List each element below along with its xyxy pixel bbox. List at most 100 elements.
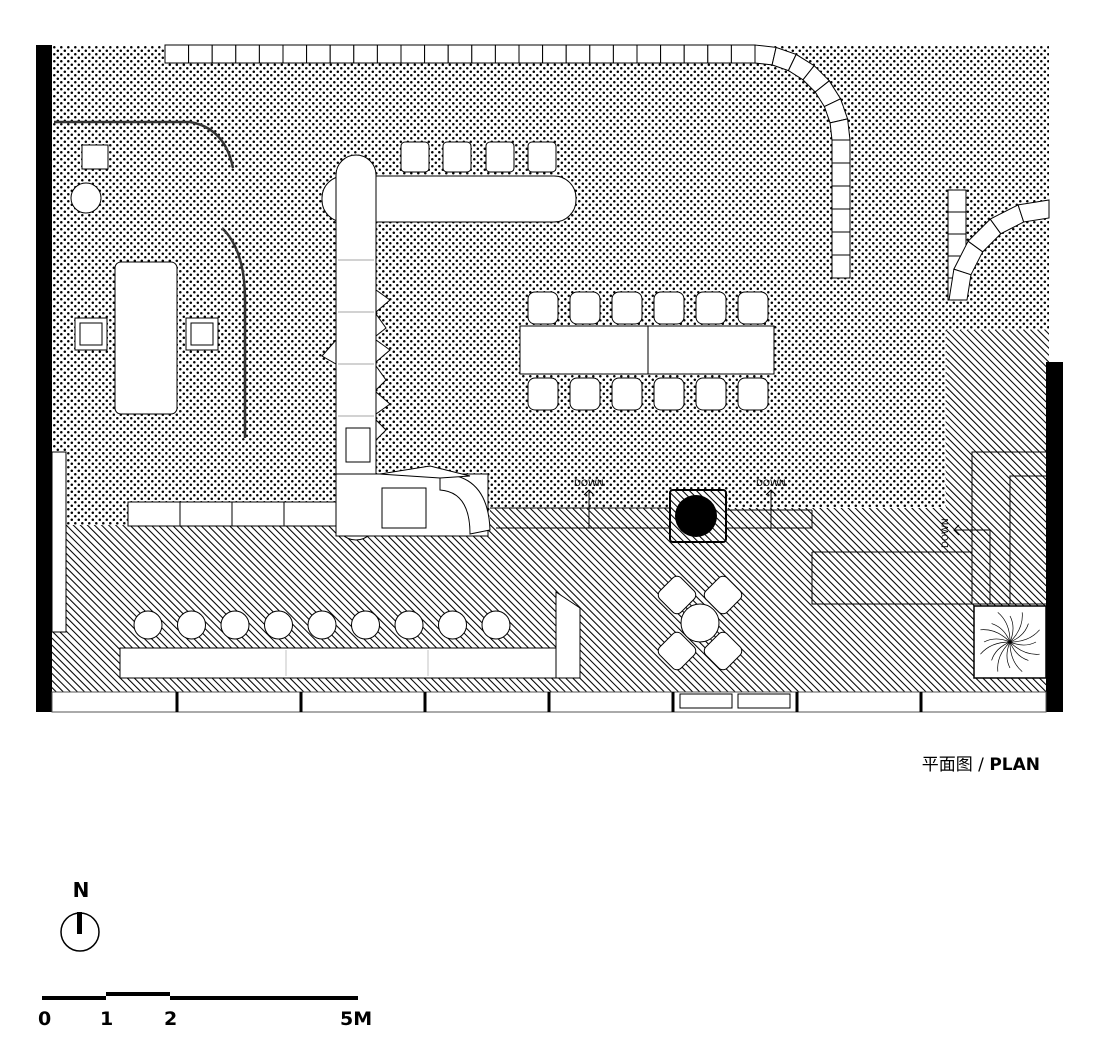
plant-leaf (1009, 623, 1029, 643)
down-label-center: DOWN (756, 479, 786, 489)
bench-seat (211, 44, 237, 64)
window-stools (133, 610, 511, 640)
bar-stool (527, 141, 557, 173)
dining-chair (569, 377, 601, 411)
right-platform-steps (811, 451, 1046, 605)
lower-floor-hatched (52, 330, 1049, 692)
window-stool (481, 610, 511, 640)
plant-leaf (991, 623, 1011, 643)
dining-chair (611, 377, 643, 411)
window-stool (264, 610, 293, 640)
west-wall-cabinet (51, 451, 67, 633)
scale-label-1: 1 (100, 1008, 114, 1030)
bench-seat (565, 44, 591, 64)
down-label-right: DOWN (941, 518, 951, 548)
east-wall (1046, 362, 1063, 712)
dining-chair (527, 377, 559, 411)
bench-seat (831, 231, 851, 256)
bench-seat (518, 44, 544, 64)
plant-leaf (1009, 641, 1037, 646)
bench-seat (730, 44, 756, 64)
bench-seat (235, 44, 260, 64)
bench-seat (831, 254, 851, 279)
down-arrows (583, 489, 990, 536)
plant-leaf (1009, 629, 1040, 643)
bench-seat (424, 44, 449, 64)
bench-seat (282, 44, 308, 64)
scale-label-5m: 5M (340, 1008, 373, 1030)
bench-seat (589, 44, 614, 64)
bench-seat (1017, 199, 1050, 223)
bench-seat (376, 44, 402, 64)
bench-seat (683, 44, 709, 64)
oven (381, 487, 427, 529)
plant-leaf (1006, 641, 1011, 669)
left-fin (321, 338, 337, 365)
plant-leaf (1009, 641, 1029, 661)
bench-seat (831, 139, 851, 164)
counter-segments (338, 259, 374, 417)
scale-bar (42, 992, 358, 1000)
bench-seat (829, 118, 851, 141)
upper-floor-dotted (52, 45, 1049, 525)
bench-seat (707, 44, 732, 64)
right-bench-seating (947, 189, 1050, 301)
bench-seat (471, 44, 496, 64)
plant-leaf (980, 629, 1011, 643)
window-stool (307, 610, 337, 640)
bench-seat (831, 185, 851, 210)
window-stool (394, 610, 424, 640)
top-bench-seating (164, 44, 756, 64)
dining-table-left (519, 325, 649, 375)
bench-seat (353, 44, 378, 64)
west-wall (36, 45, 52, 712)
lounge-long-table (114, 261, 178, 415)
dining-chair (695, 291, 727, 325)
bench-seat (400, 44, 426, 64)
bench-seat (164, 44, 190, 64)
down-label-left: DOWN (574, 479, 604, 489)
window-bench (119, 647, 581, 679)
plan-title-separator: / (972, 755, 990, 775)
plan-title-chinese: 平面图 (921, 755, 973, 775)
lounge-chair-right-seat (190, 322, 214, 346)
lounge-chair-left-seat (79, 322, 103, 346)
bench-seat (636, 44, 662, 64)
dining-chair (695, 377, 727, 411)
sink (345, 427, 371, 463)
plant-leaf (1009, 615, 1014, 643)
window-stool (133, 610, 163, 640)
dining-chair (737, 377, 769, 411)
bar-stool (442, 141, 472, 173)
window-stool (438, 610, 467, 640)
window-stool (177, 610, 206, 640)
bench-seat (329, 44, 355, 64)
plant-leaf (997, 612, 1011, 643)
kitchen-angled-wall (379, 465, 471, 479)
lounge-round-stool (70, 182, 102, 214)
column (675, 495, 717, 537)
dining-chair (527, 291, 559, 325)
scale-label-0: 0 (38, 1008, 52, 1030)
round-table-set (657, 575, 743, 671)
bench-seat (831, 162, 851, 187)
entrance-door (679, 693, 791, 709)
bench-seat (947, 211, 967, 235)
bar-stools-top (400, 141, 557, 173)
window-stool (220, 610, 250, 640)
bar-stool (400, 141, 430, 173)
plant-leaf (1009, 612, 1023, 643)
bench-seat (612, 44, 638, 64)
wall-fins (375, 289, 391, 442)
plant-leaf (983, 638, 1011, 643)
dining-chair (653, 377, 685, 411)
lounge-stool (81, 144, 109, 170)
dining-chair (611, 291, 643, 325)
dining-chair (737, 291, 769, 325)
plant-leaf (997, 641, 1011, 672)
bench-seat (447, 44, 473, 64)
scale-label-2: 2 (164, 1008, 178, 1030)
bench-seat (831, 208, 851, 233)
plan-title: 平面图 / PLAN (880, 750, 1040, 775)
